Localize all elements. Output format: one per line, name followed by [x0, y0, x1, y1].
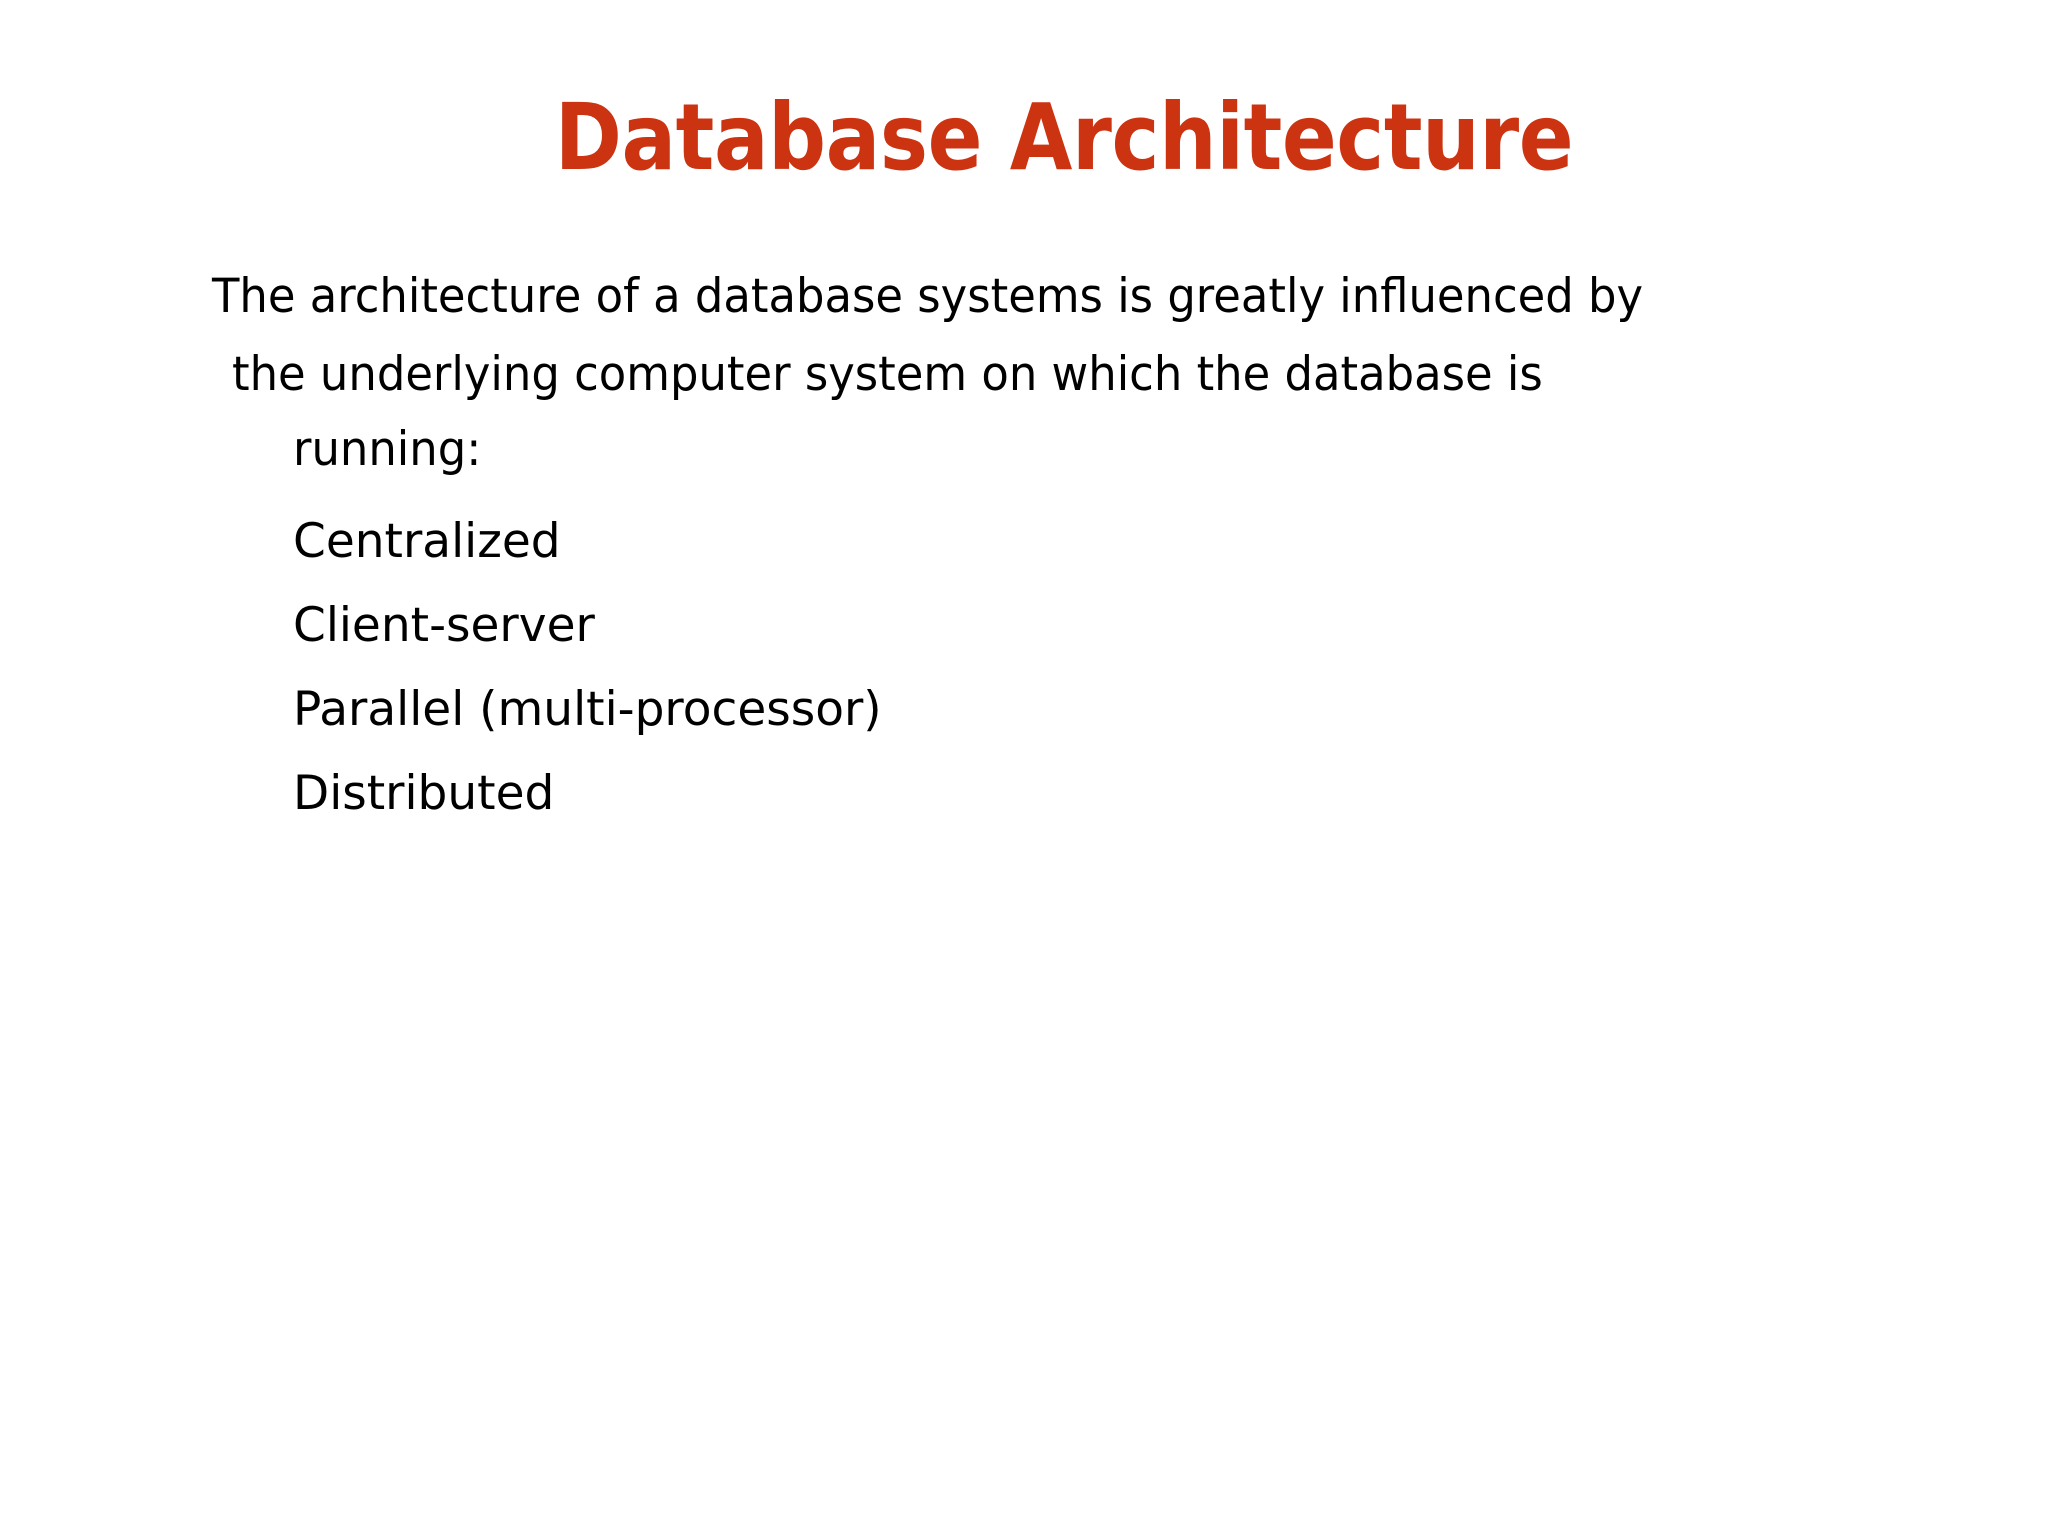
paragraph-line-1: The architecture of a database systems i… — [212, 269, 1644, 324]
architecture-list: Centralized Client-server Parallel (mult… — [0, 500, 2048, 836]
list-item: Client-server — [293, 598, 595, 653]
list-item: Parallel (multi-processor) — [293, 682, 882, 737]
list-item: Centralized — [293, 514, 561, 569]
paragraph-line-3: running: — [293, 422, 482, 477]
paragraph-line-2: the underlying computer system on which … — [232, 347, 1543, 402]
list-item: Distributed — [293, 766, 555, 821]
page-title: Database Architecture — [554, 83, 1574, 191]
slide-body: The architecture of a database systems i… — [0, 258, 2048, 836]
